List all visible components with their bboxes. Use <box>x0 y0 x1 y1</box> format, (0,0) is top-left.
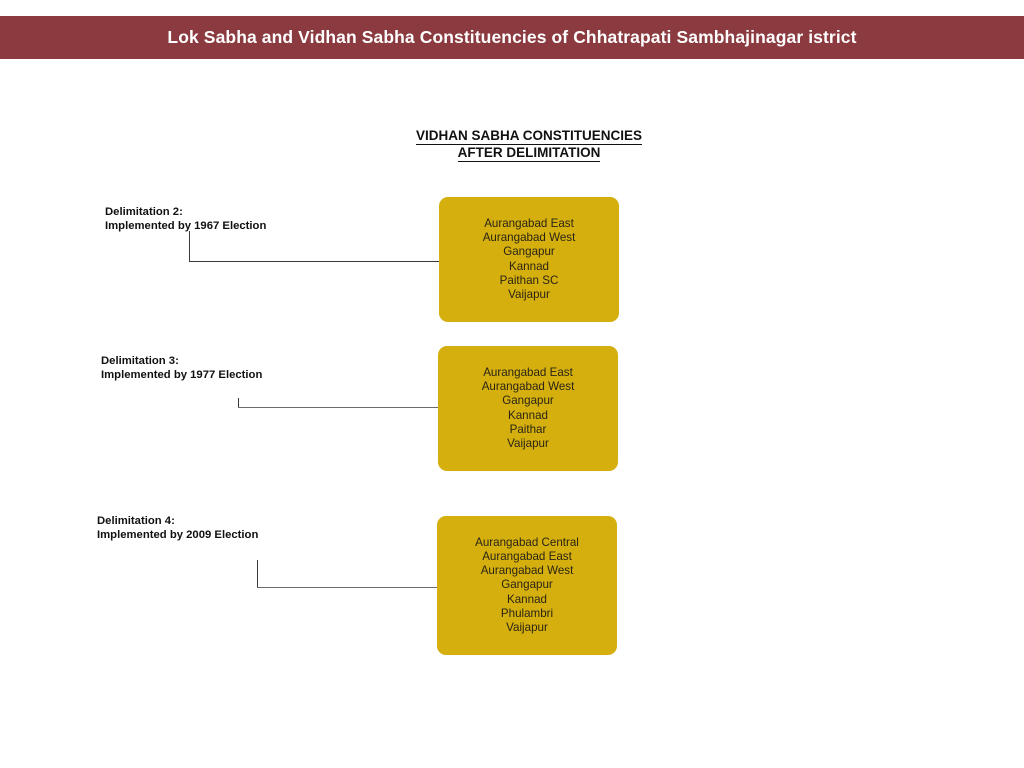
constituency-item: Aurangabad West <box>482 231 576 245</box>
title-banner: Lok Sabha and Vidhan Sabha Constituencie… <box>0 16 1024 59</box>
constituency-item: Aurangabad West <box>480 564 574 578</box>
section-heading-line-2: AFTER DELIMITATION <box>457 145 601 163</box>
delimitation-label-2: Delimitation 3: Implemented by 1977 Elec… <box>101 354 262 382</box>
delimitation-label-1: Delimitation 2: Implemented by 1967 Elec… <box>105 205 266 233</box>
connector-1-vertical <box>189 231 191 262</box>
constituency-box-1: Aurangabad East Aurangabad West Gangapur… <box>439 197 619 322</box>
delimitation-label-2-line-1: Delimitation 3: <box>101 355 179 367</box>
constituency-box-3: Aurangabad Central Aurangabad East Auran… <box>437 516 617 655</box>
constituency-item: Aurangabad East <box>482 549 572 563</box>
constituency-item: Paithar <box>509 422 547 436</box>
constituency-item: Gangapur <box>502 394 554 408</box>
connector-2-horizontal <box>238 407 441 409</box>
constituency-item: Vaijapur <box>507 436 549 450</box>
constituency-item: Kannad <box>508 408 548 422</box>
constituency-item: Kannad <box>509 259 549 273</box>
constituency-item: Vaijapur <box>506 621 548 634</box>
constituency-item: Aurangabad East <box>484 216 574 230</box>
connector-3-vertical <box>257 560 259 588</box>
delimitation-label-3-line-1: Delimitation 4: <box>97 515 175 527</box>
connector-3-horizontal <box>257 587 443 589</box>
constituency-item: Vaijapur <box>508 287 550 301</box>
connector-2-vertical <box>238 398 240 408</box>
section-heading-line-1: VIDHAN SABHA CONSTITUENCIES <box>415 128 642 146</box>
delimitation-label-2-line-2: Implemented by 1977 Election <box>101 369 263 381</box>
delimitation-label-3: Delimitation 4: Implemented by 2009 Elec… <box>97 514 258 542</box>
delimitation-label-3-line-2: Implemented by 2009 Election <box>97 529 259 541</box>
connector-1-horizontal <box>189 261 446 263</box>
constituency-item: Phulambri <box>500 606 554 620</box>
constituency-item: Aurangabad West <box>481 380 575 394</box>
constituency-item: Gangapur <box>503 245 555 259</box>
constituency-box-2: Aurangabad East Aurangabad West Gangapur… <box>438 346 618 471</box>
delimitation-label-1-line-2: Implemented by 1967 Election <box>105 220 267 232</box>
page-title: Lok Sabha and Vidhan Sabha Constituencie… <box>167 26 857 47</box>
constituency-item: Kannad <box>507 592 547 606</box>
constituency-item: Aurangabad East <box>483 365 573 379</box>
constituency-item: Paithan SC <box>499 273 559 287</box>
delimitation-label-1-line-1: Delimitation 2: <box>105 206 183 218</box>
constituency-item: Aurangabad Central <box>475 535 579 549</box>
constituency-item: Gangapur <box>501 578 553 592</box>
section-heading: VIDHAN SABHA CONSTITUENCIES AFTER DELIMI… <box>339 128 719 163</box>
